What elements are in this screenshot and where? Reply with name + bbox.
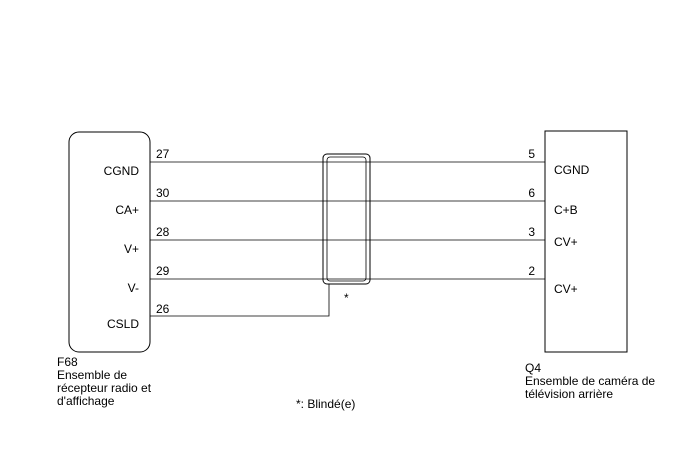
left-signal-label: CGND	[104, 164, 140, 178]
left-connector-id: F68	[57, 355, 78, 369]
wire-csld-shield	[150, 284, 330, 317]
shield-outer	[322, 153, 371, 285]
right-pin-number: 3	[528, 225, 535, 239]
left-signal-label: CA+	[115, 203, 139, 217]
right-connector-name-line: télévision arrière	[525, 387, 614, 401]
right-connector-caption: Q4 Ensemble de caméra de télévision arri…	[525, 362, 655, 401]
right-connector-name-line: Ensemble de caméra de	[525, 374, 656, 388]
left-connector-name-line: Ensemble de	[57, 368, 128, 382]
shield-inner	[326, 156, 367, 282]
left-pin-number: 30	[156, 186, 170, 200]
right-connector-id: Q4	[525, 361, 542, 375]
left-connector-name-line: d'affichage	[57, 394, 115, 408]
left-pin-number: 26	[156, 302, 170, 316]
right-pin-number: 5	[528, 147, 535, 161]
left-pin-number: 27	[156, 147, 170, 161]
right-pin-number: 6	[528, 186, 535, 200]
left-connector-caption: F68 Ensemble de récepteur radio et d'aff…	[57, 356, 151, 408]
left-connector-box	[68, 131, 151, 353]
left-signal-label: CSLD	[107, 317, 139, 331]
right-signal-label: CV+	[554, 282, 578, 296]
left-signal-label: V+	[124, 242, 139, 256]
right-signal-label: C+B	[554, 203, 578, 217]
left-signal-label: V-	[128, 281, 139, 295]
shield-marker: *	[344, 291, 349, 305]
right-signal-label: CGND	[554, 163, 590, 177]
shield-note: *: Blindé(e)	[296, 397, 356, 411]
left-connector-name-line: récepteur radio et	[57, 381, 152, 395]
left-pin-number: 29	[156, 264, 170, 278]
right-connector-box	[544, 130, 628, 353]
right-pin-number: 2	[528, 264, 535, 278]
right-signal-label: CV+	[554, 235, 578, 249]
left-pin-number: 28	[156, 225, 170, 239]
